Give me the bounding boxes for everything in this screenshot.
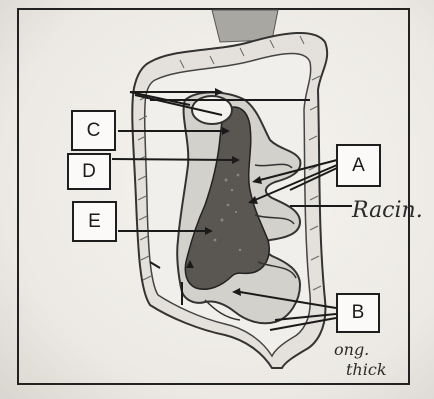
label-b: B xyxy=(336,293,380,333)
label-e: E xyxy=(72,201,117,242)
label-c: C xyxy=(71,110,116,151)
handwritten-note-line2: thick xyxy=(346,360,387,379)
handwritten-racine: Racin. xyxy=(352,198,423,223)
label-d: D xyxy=(67,153,111,190)
handwritten-note-line1: ong. xyxy=(334,340,369,359)
label-a: A xyxy=(336,144,381,187)
